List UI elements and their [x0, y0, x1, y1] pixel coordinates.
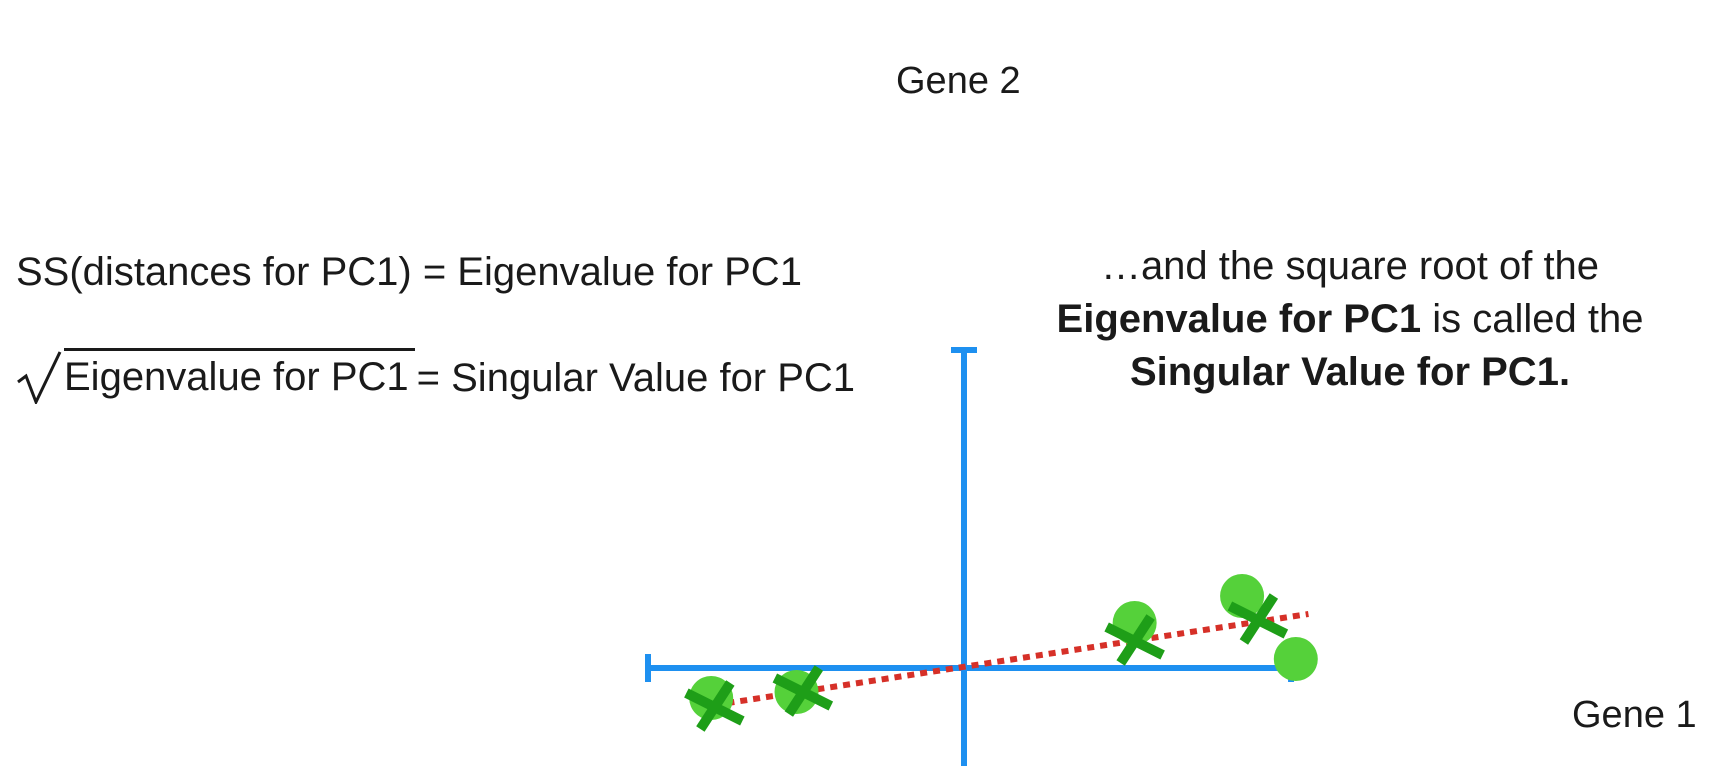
cross-stroke [784, 665, 824, 717]
singular-value-rhs: = Singular Value for PC1 [416, 356, 856, 400]
singular-value-formula: Eigenvalue for PC1 = Singular Value for … [16, 348, 856, 404]
explanation-part2: is called the [1432, 297, 1644, 341]
projected-points [684, 593, 1289, 732]
y-axis-label: Gene 2 [896, 60, 1021, 102]
explanation-text: …and the square root of the Eigenvalue f… [1020, 240, 1680, 399]
cross-stroke [1116, 614, 1155, 666]
explanation-bold-singular: Singular Value for PC1. [1129, 350, 1571, 394]
pc1-line-group [701, 611, 1309, 710]
radicand-text: Eigenvalue for PC1 [64, 348, 415, 397]
eigenvalue-formula: SS(distances for PC1) = Eigenvalue for P… [16, 250, 802, 294]
x-axis-label: Gene 1 [1572, 694, 1697, 736]
explanation-bold-eigenvalue: Eigenvalue for PC1 [1056, 297, 1422, 341]
projection-cross [684, 680, 745, 732]
data-points [689, 574, 1318, 720]
explanation-part1: …and the square root of the [1100, 244, 1600, 288]
projection-cross [1227, 593, 1289, 645]
square-root-icon [17, 351, 62, 404]
projection-cross [772, 665, 834, 717]
cross-stroke [1239, 593, 1279, 645]
axes [645, 347, 1295, 766]
data-point [1273, 637, 1318, 681]
pc1-line [701, 611, 1309, 710]
projection-cross [1104, 614, 1165, 666]
cross-stroke [696, 680, 735, 732]
